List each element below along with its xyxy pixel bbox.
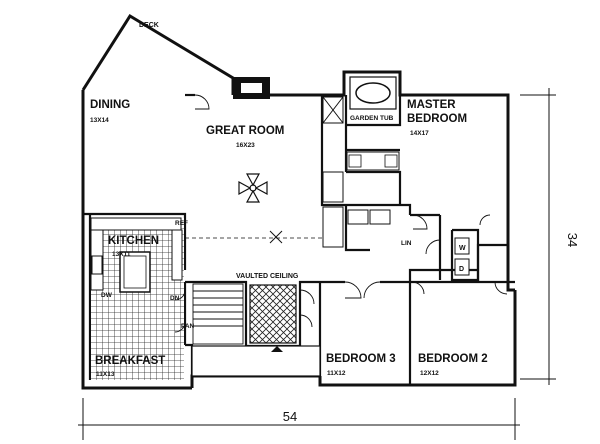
depth-label: 34 [565,233,580,247]
toilet-closet [322,171,344,203]
shower-icon [322,96,344,124]
dining-size: 13X14 [90,117,109,124]
bedroom3-label: BEDROOM 3 [326,353,396,365]
bedroom2-label: BEDROOM 2 [418,353,488,365]
dryer [454,258,470,276]
master-size: 14X17 [410,130,429,137]
vaulted-label: VAULTED CEILING [236,273,299,280]
washer-label: W [459,245,466,252]
sink-icon [91,255,103,275]
kitchen-counter [90,217,182,231]
bedroom3-size: 11X12 [327,370,346,377]
front-porch [191,345,321,377]
entry-arrow-icon [271,346,283,352]
hall-tub [322,206,344,248]
kitchen-label: KITCHEN [108,235,159,247]
garden-tub-label: GARDEN TUB [350,115,394,122]
dishwasher-label: DW [101,292,113,299]
deck-edge [129,15,234,79]
kitchen-size: 13X11 [112,251,131,258]
light-fixture-icon [269,230,283,244]
down-label: DN [170,295,180,302]
breakfast-label: BREAKFAST [95,355,165,367]
bedroom2-size: 12X12 [420,370,439,377]
refrigerator-label: REF [175,220,188,227]
ceiling-fan-icon [238,173,268,203]
garden-tub-icon [349,76,397,110]
width-label: 54 [283,409,297,424]
width-dimension [78,398,520,440]
foyer-hatch [249,284,297,344]
dining-label: DINING [90,99,130,111]
stairs [192,283,244,345]
breakfast-tile-floor [91,290,184,380]
dryer-label: D [459,266,464,273]
master-label-2: BEDROOM [407,113,467,125]
great-room-label: GREAT ROOM [206,125,284,137]
kitchen-island [119,251,151,293]
linen-label: LIN [401,240,412,247]
pantry-label: PAN [181,323,195,330]
washer [454,237,470,255]
deck-label: DECK [139,22,159,29]
master-label-1: MASTER [407,99,456,111]
breakfast-size: 11X13 [96,371,115,378]
hall-vanity [347,209,369,225]
door-swings [174,94,508,333]
fireplace [233,77,270,99]
depth-dimension [520,88,556,385]
great-room-size: 16X23 [236,142,255,149]
refrigerator-icon [171,229,183,281]
